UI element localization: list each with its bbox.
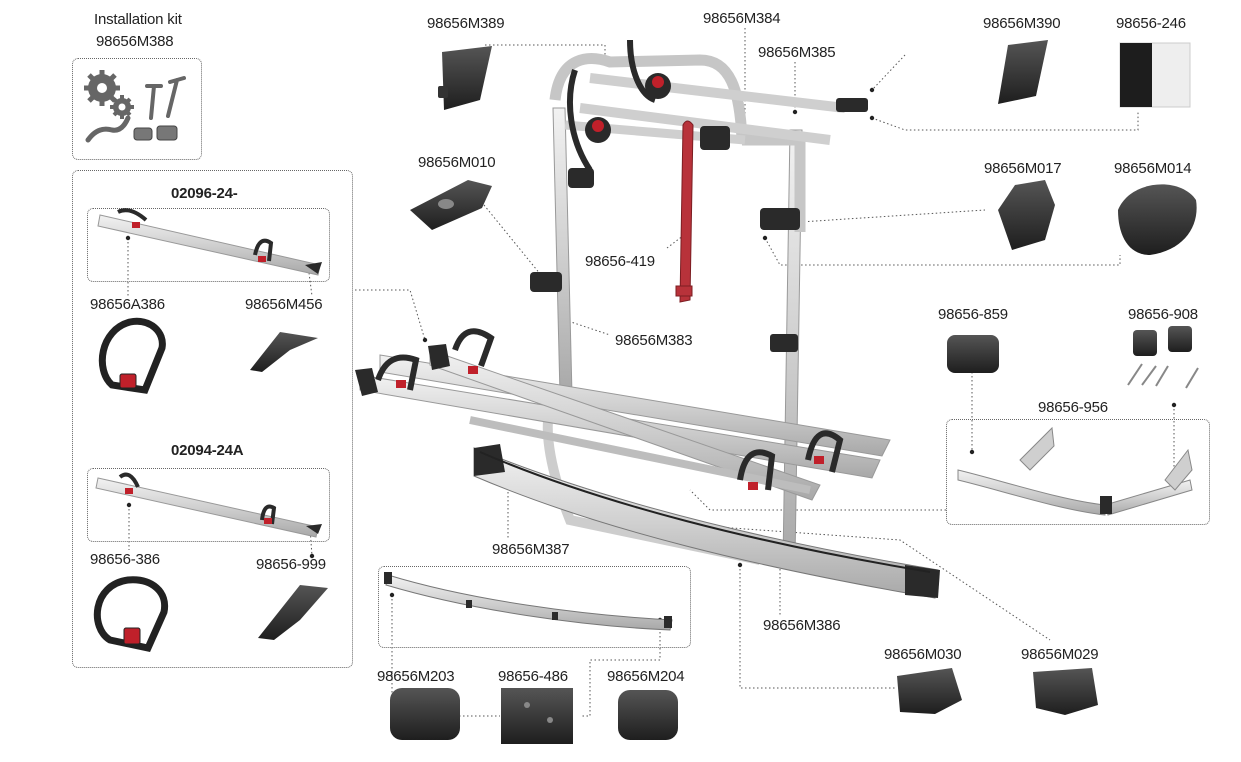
strap-a-art	[98, 317, 166, 394]
part-label-a386: 98656A386	[90, 296, 165, 313]
part-label-m010: 98656M010	[418, 154, 496, 171]
part-label-m014: 98656M014	[1114, 160, 1192, 177]
group-a-title: 02096-24-	[171, 185, 238, 202]
lighting-bar-box	[378, 566, 691, 648]
strap-b-art	[93, 576, 169, 653]
part-label-m389: 98656M389	[427, 15, 505, 32]
rail-kits-box	[72, 170, 353, 668]
part-m030-art	[897, 668, 962, 714]
rail-a-art	[97, 208, 322, 276]
part-m017-art	[998, 180, 1055, 250]
part-label-m456: 98656M456	[245, 296, 323, 313]
lighting-bar-art	[473, 444, 940, 599]
part-label-999: 98656-999	[256, 556, 326, 573]
wheel-holder-a-art	[250, 332, 318, 372]
part-m390-art	[998, 40, 1048, 104]
part-label-956: 98656-956	[1038, 399, 1108, 416]
part-label-386: 98656-386	[90, 551, 160, 568]
part-m203-art	[390, 688, 460, 740]
installation-kit-parts	[84, 70, 186, 143]
bike-rails-art	[355, 328, 891, 501]
part-label-486: 98656-486	[498, 668, 568, 685]
rail-b-box	[87, 468, 330, 542]
part-859-art	[947, 335, 999, 373]
part-m010-art	[410, 180, 492, 230]
part-m014-art	[1118, 184, 1197, 255]
part-label-m017: 98656M017	[984, 160, 1062, 177]
adapter-bar-box	[946, 419, 1210, 525]
part-m029-art	[1033, 668, 1098, 715]
part-label-m030: 98656M030	[884, 646, 962, 663]
adapter-bar-art	[957, 426, 1193, 516]
lighting-bar-detail-art	[384, 572, 673, 631]
kit-code: 98656M388	[96, 33, 174, 50]
part-label-859: 98656-859	[938, 306, 1008, 323]
part-label-m029: 98656M029	[1021, 646, 1099, 663]
part-label-m385: 98656M385	[758, 44, 836, 61]
part-label-m387: 98656M387	[492, 541, 570, 558]
wheel-holder-b-art	[258, 585, 328, 640]
part-label-m204: 98656M204	[607, 668, 685, 685]
part-label-419: 98656-419	[585, 253, 655, 270]
part-486-art	[501, 688, 573, 744]
part-246-art	[1119, 42, 1191, 108]
part-label-m203: 98656M203	[377, 668, 455, 685]
leader-lines	[127, 28, 1175, 717]
part-label-246: 98656-246	[1116, 15, 1186, 32]
part-908-art	[1127, 326, 1199, 389]
part-label-m384: 98656M384	[703, 10, 781, 27]
part-label-m383: 98656M383	[615, 332, 693, 349]
kit-title: Installation kit	[94, 11, 182, 28]
installation-kit-box	[72, 58, 202, 160]
rail-b-art	[95, 472, 322, 538]
rail-a-box	[87, 208, 330, 282]
part-m204-art	[618, 690, 678, 740]
part-m389-art	[438, 46, 492, 110]
carrier-frame-art	[530, 39, 868, 565]
part-label-908: 98656-908	[1128, 306, 1198, 323]
part-label-m386: 98656M386	[763, 617, 841, 634]
part-label-m390: 98656M390	[983, 15, 1061, 32]
group-b-title: 02094-24A	[171, 442, 244, 459]
